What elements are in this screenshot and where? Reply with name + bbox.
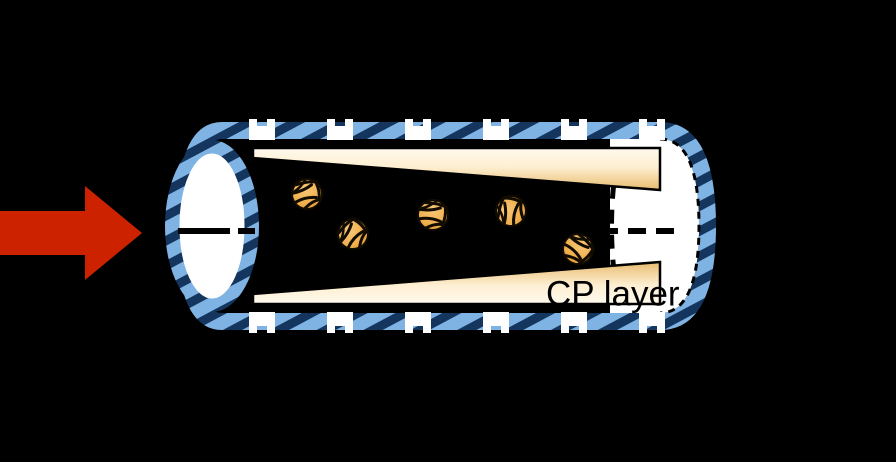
feed-flow-arrow <box>0 186 142 280</box>
cp-layer-label: CP layer <box>546 274 680 313</box>
cp-layer-top <box>251 146 662 192</box>
cp-layer-bottom <box>251 260 662 306</box>
inlet-ellipse <box>165 140 259 312</box>
